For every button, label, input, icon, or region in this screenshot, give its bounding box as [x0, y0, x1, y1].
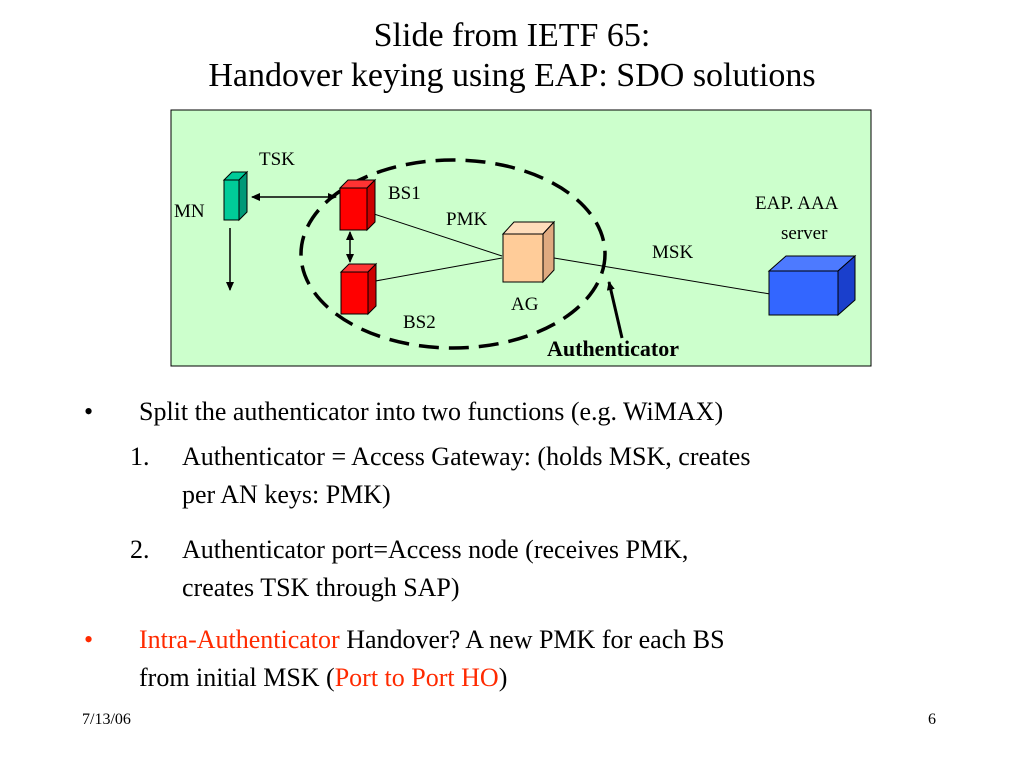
subitem-1-line1: Authenticator = Access Gateway: (holds M… [182, 442, 751, 471]
slide-title: Slide from IETF 65: Handover keying usin… [0, 16, 1024, 96]
subitem-1-line2: per AN keys: PMK) [182, 480, 391, 509]
bullet-1-marker: • [84, 397, 94, 426]
label-bs1: BS1 [388, 183, 421, 204]
bullet-2-text2a: from initial MSK ( [139, 663, 335, 692]
bs1-device [338, 178, 377, 232]
bullet-2-highlight-intra-authenticator: Intra-Authenticator [139, 625, 340, 654]
footer-date: 7/13/06 [82, 711, 131, 728]
authenticator-pointer-arrow [606, 281, 624, 339]
title-line-1: Slide from IETF 65: [373, 17, 651, 54]
bullet-2-marker: • [84, 625, 94, 654]
subitem-1-marker: 1. [130, 442, 150, 471]
bs2-device [339, 262, 378, 316]
label-server-line2: server [781, 223, 828, 244]
title-line-2: Handover keying using EAP: SDO solutions [208, 57, 816, 94]
ag-server-link [541, 255, 771, 295]
footer-page-number: 6 [928, 711, 936, 728]
subitem-2-line1: Authenticator port=Access node (receives… [182, 535, 689, 564]
authenticator-boundary [299, 158, 607, 350]
label-authenticator: Authenticator [547, 336, 679, 361]
bullet-2-text1: Handover? A new PMK for each BS [339, 625, 725, 654]
mn-device [222, 170, 249, 222]
label-mn: MN [174, 201, 205, 222]
bullet-2-text2b: ) [498, 663, 508, 692]
label-bs2: BS2 [403, 312, 436, 333]
label-server-line1: EAP. AAA [755, 193, 839, 214]
subitem-2-marker: 2. [130, 535, 150, 564]
bs2-ag-link [369, 257, 503, 283]
ag-device [501, 220, 556, 284]
label-tsk: TSK [259, 149, 295, 170]
subitem-2-line2: creates TSK through SAP) [182, 573, 460, 602]
label-ag: AG [511, 294, 539, 315]
bullet-2-highlight-port-to-port: Port to Port HO [334, 663, 499, 692]
bullet-2-line2: from initial MSK (Port to Port HO) [139, 661, 507, 695]
label-pmk: PMK [446, 209, 487, 230]
label-msk: MSK [652, 242, 693, 263]
bullet-1-text: Split the authenticator into two functio… [139, 397, 724, 426]
aaa-server [767, 254, 857, 317]
bullet-2-line1: Intra-Authenticator Handover? A new PMK … [139, 623, 725, 657]
bs1-ag-link [367, 211, 503, 257]
